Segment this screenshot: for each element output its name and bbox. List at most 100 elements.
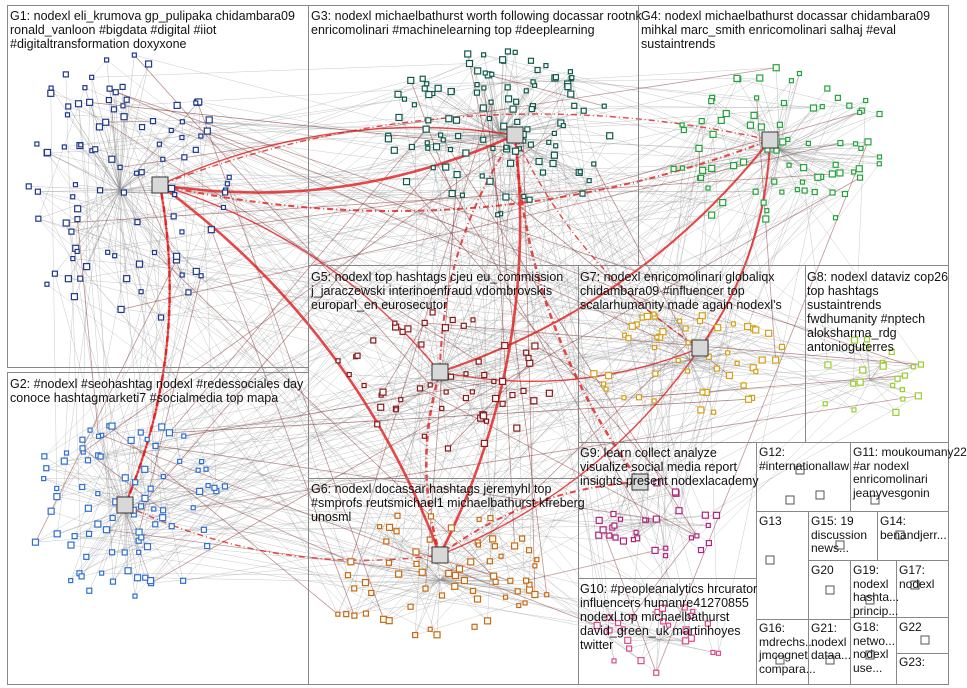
graph-node: [395, 570, 403, 578]
graph-node: [682, 626, 690, 634]
graph-node: [620, 626, 626, 632]
graph-node: [577, 169, 583, 175]
graph-node: [102, 118, 110, 126]
graph-node: [474, 82, 480, 88]
graph-node: [424, 140, 430, 146]
graph-node: [552, 74, 560, 81]
graph-node: [651, 546, 659, 554]
graph-node: [509, 105, 517, 113]
graph-node: [832, 161, 839, 168]
graph-node: [662, 553, 669, 559]
hub-node: [631, 473, 649, 491]
graph-node: [499, 400, 506, 407]
graph-node: [534, 557, 540, 563]
graph-node: [384, 135, 392, 143]
graph-node: [99, 570, 105, 576]
gray-edge-layer: [28, 51, 922, 674]
graph-node: [713, 365, 720, 372]
graph-node: [462, 149, 470, 157]
graph-node: [441, 324, 449, 332]
graph-node: [652, 515, 660, 523]
graph-node: [393, 407, 399, 413]
graph-node: [503, 144, 509, 150]
graph-node: [53, 493, 61, 501]
graph-node: [489, 535, 497, 543]
hub-node: [761, 131, 779, 149]
graph-node: [850, 336, 859, 344]
graph-node: [697, 174, 705, 181]
graph-node: [699, 166, 707, 174]
graph-node: [829, 189, 836, 196]
graph-node: [394, 512, 401, 519]
group-box-17: [896, 560, 949, 618]
graph-node: [390, 146, 398, 154]
graph-node: [765, 555, 775, 565]
graph-node: [51, 270, 58, 277]
graph-node: [474, 67, 482, 75]
group-box-11: [850, 442, 949, 512]
graph-node: [160, 474, 166, 480]
graph-node: [220, 204, 227, 211]
graph-node: [67, 541, 75, 549]
graph-node: [117, 305, 125, 314]
graph-node: [780, 99, 788, 107]
graph-node: [407, 76, 415, 85]
graph-node: [680, 126, 687, 134]
graph-node: [185, 289, 192, 296]
graph-node: [109, 514, 116, 522]
graph-node: [779, 189, 785, 195]
graph-node: [438, 132, 444, 138]
graph-node: [725, 350, 731, 356]
graph-node: [794, 187, 800, 193]
graph-node: [722, 109, 730, 118]
hub-node: [431, 546, 449, 564]
graph-node: [192, 146, 199, 153]
graph-node: [421, 85, 428, 92]
graph-node: [591, 161, 597, 167]
graph-node: [79, 436, 86, 443]
graph-node: [778, 343, 786, 350]
graph-node: [135, 260, 144, 268]
graph-node: [772, 64, 780, 72]
graph-node: [920, 635, 930, 645]
graph-node: [413, 560, 420, 568]
graph-node: [651, 398, 657, 404]
graph-node: [682, 325, 689, 332]
graph-node: [659, 328, 667, 336]
graph-node: [851, 169, 857, 175]
graph-node: [83, 553, 90, 560]
graph-node: [425, 117, 432, 124]
graph-node: [715, 650, 722, 656]
graph-node: [764, 208, 770, 214]
graph-node: [374, 421, 381, 428]
graph-node: [362, 610, 370, 617]
graph-node: [629, 613, 635, 620]
graph-node: [752, 326, 760, 334]
graph-node: [479, 412, 488, 420]
graph-node: [682, 637, 690, 645]
graph-node: [74, 205, 82, 213]
graph-node: [771, 178, 778, 185]
graph-node: [395, 113, 403, 122]
graph-node: [658, 604, 667, 612]
graph-node: [25, 183, 32, 190]
graph-node: [617, 516, 624, 522]
graph-node: [159, 514, 167, 522]
graph-node: [914, 392, 922, 400]
graph-node: [600, 381, 607, 387]
graph-node: [361, 579, 370, 587]
graph-node: [41, 475, 47, 482]
graph-node: [385, 523, 394, 531]
graph-node: [158, 423, 166, 431]
graph-node: [752, 188, 759, 195]
graph-node: [418, 568, 426, 576]
graph-node: [62, 71, 69, 78]
graph-node: [630, 537, 636, 543]
graph-node: [858, 145, 864, 151]
graph-node: [795, 465, 805, 475]
graph-node: [135, 528, 143, 536]
graph-node: [642, 517, 648, 523]
graph-node: [511, 147, 520, 155]
graph-node: [487, 515, 494, 522]
graph-node: [917, 361, 925, 368]
